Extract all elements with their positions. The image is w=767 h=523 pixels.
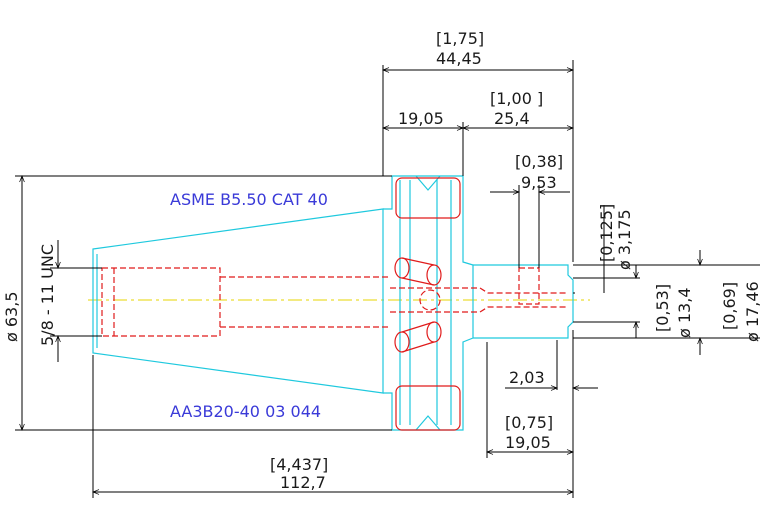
hole-dia-mm: ø 3,175 — [615, 209, 634, 270]
shank-in: [1,00 ] — [490, 89, 543, 108]
overall-length-mm: 112,7 — [280, 473, 326, 492]
overall-length-in: [4,437] — [270, 455, 328, 474]
chamfer-dim: 2,03 — [509, 368, 545, 387]
hidden-features — [101, 177, 568, 431]
flange-dia: ø 63,5 — [2, 292, 21, 343]
bore-mm: ø 13,4 — [675, 288, 694, 339]
nose-len-mm: 19,05 — [505, 433, 551, 452]
thread-label: 5/8 - 11 UNC — [38, 244, 57, 346]
nose-mm: ø 17,46 — [743, 281, 762, 342]
tool-holder-outline — [92, 175, 574, 431]
hole-dia-in: [0,125] — [597, 204, 616, 262]
asme-label: ASME B5.50 CAT 40 — [170, 190, 328, 209]
nose-in: [0,69] — [720, 282, 739, 330]
hole-pos-mm: 9,53 — [521, 173, 557, 192]
bore-in: [0,53] — [653, 284, 672, 332]
shank-mm: 25,4 — [494, 109, 530, 128]
nose-len-in: [0,75] — [505, 413, 553, 432]
dimension-lines — [15, 60, 760, 498]
flange-width: 19,05 — [398, 109, 444, 128]
body-len-mm: 44,45 — [436, 49, 482, 68]
hole-pos-in: [0,38] — [515, 152, 563, 171]
part-number-label: AA3B20-40 03 044 — [170, 402, 321, 421]
body-len-in: [1,75] — [436, 29, 484, 48]
